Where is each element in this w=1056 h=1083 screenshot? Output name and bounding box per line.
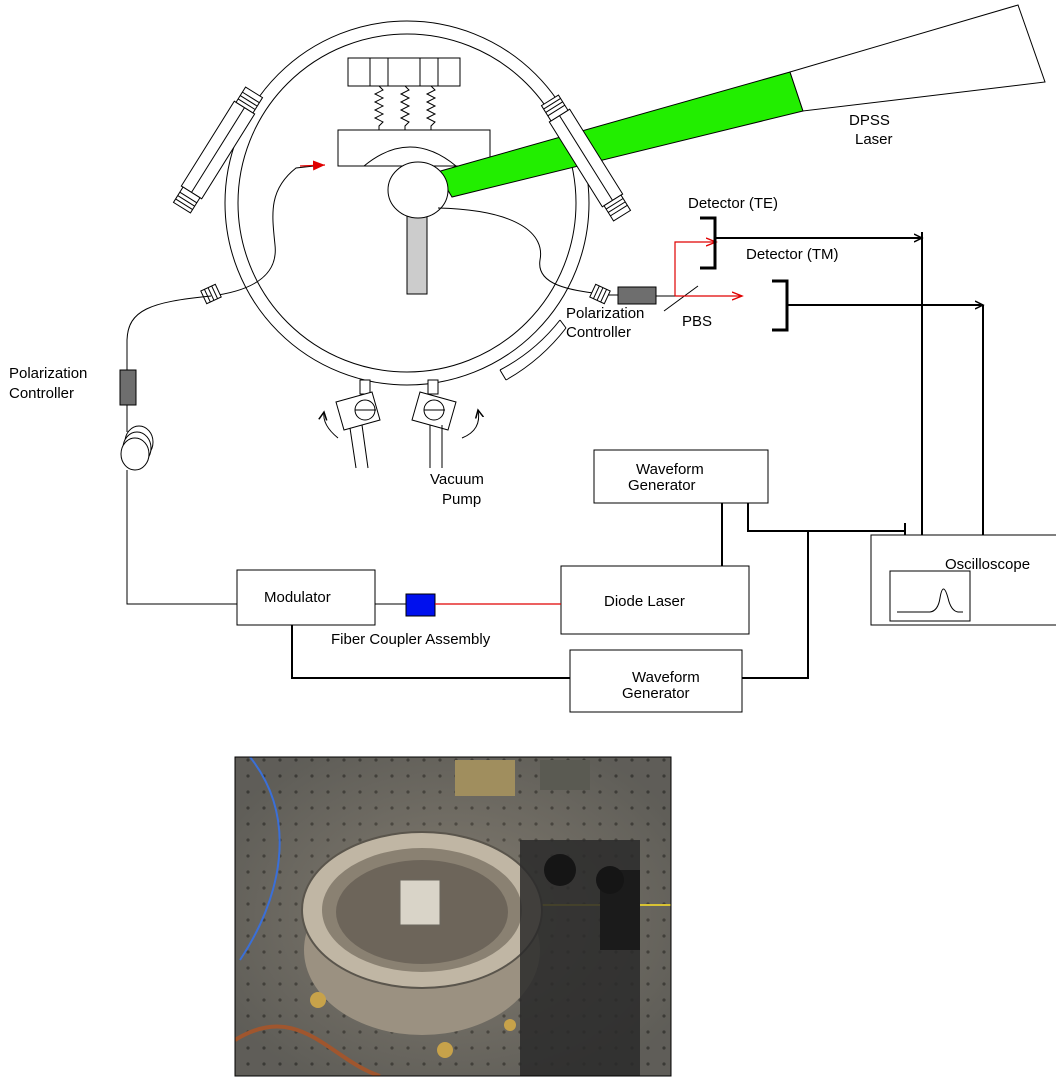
polarization-controller-left (120, 370, 136, 405)
pbs-label: PBS (682, 313, 712, 330)
waveform-generator-bottom-label-1: Waveform (632, 669, 700, 686)
dpss-laser-label-2: Laser (855, 131, 893, 148)
polarization-controller-right-label-2: Controller (566, 324, 631, 341)
detector-tm (772, 281, 787, 330)
waveform-generator-bottom-label-2: Generator (622, 685, 690, 702)
fiber-loops (121, 426, 153, 470)
spring (427, 86, 435, 130)
microsphere-resonator (388, 162, 448, 218)
polarization-controller-left-label-2: Controller (9, 385, 74, 402)
waveform-generator-bottom: Waveform Generator (570, 650, 742, 712)
fiber-coupler-label: Fiber Coupler Assembly (331, 631, 491, 648)
oscilloscope: Oscilloscope (871, 535, 1056, 625)
sample-holder (338, 130, 490, 166)
fiber-coupler (406, 594, 435, 616)
spring (375, 86, 383, 130)
waveform-generator-top: Waveform Generator (594, 450, 768, 503)
dpss-laser-label-1: DPSS (849, 112, 890, 129)
modulator: Modulator (237, 570, 375, 625)
polarization-controller-right (618, 287, 656, 304)
vacuum-valve-left (324, 380, 380, 468)
vacuum-pump-label-2: Pump (442, 491, 481, 508)
diode-laser-label: Diode Laser (604, 593, 685, 610)
vacuum-pump-label-1: Vacuum (430, 471, 484, 488)
polarization-controller-right-label-1: Polarization (566, 305, 644, 322)
spring (401, 86, 409, 130)
waveform-generator-top-label-1: Waveform (636, 461, 704, 478)
polarization-controller-left-label-1: Polarization (9, 365, 87, 382)
detector-te-label: Detector (TE) (688, 195, 778, 212)
oscilloscope-screen (890, 571, 970, 621)
detector-te (700, 218, 715, 268)
detector-tm-label: Detector (TM) (746, 246, 839, 263)
fiber-port-left (201, 284, 221, 303)
setup-photograph (235, 757, 671, 1076)
waveform-generator-top-label-2: Generator (628, 477, 696, 494)
vacuum-valve-right: Vacuum Pump (412, 380, 484, 508)
dpss-laser: DPSS Laser (790, 5, 1045, 148)
pump-beam (437, 72, 803, 197)
modulator-label: Modulator (264, 589, 331, 606)
pbs-splitter (664, 286, 698, 311)
fiber-port-right (590, 284, 610, 303)
diode-laser: Diode Laser (561, 566, 749, 634)
oscilloscope-label: Oscilloscope (945, 556, 1030, 573)
left-feedthrough-clamp (172, 86, 264, 214)
